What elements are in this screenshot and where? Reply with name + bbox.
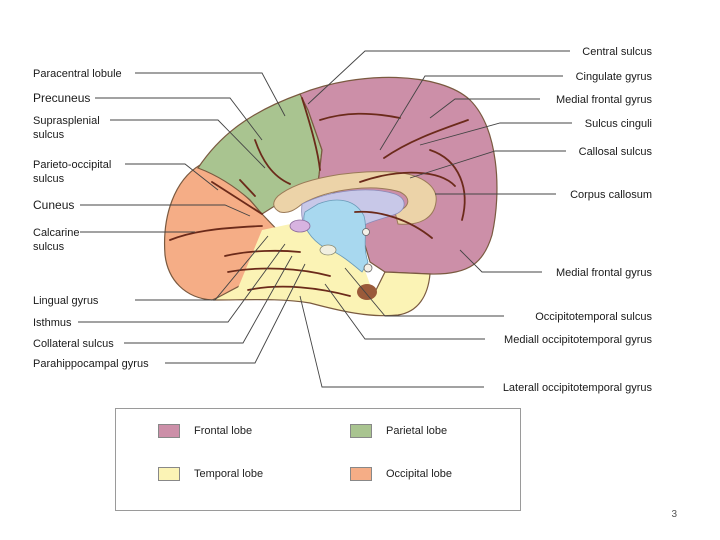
legend-label-temporal: Temporal lobe — [194, 468, 264, 480]
label-isthmus: Isthmus — [33, 317, 72, 329]
label-sulcus-cinguli: Sulcus cinguli — [585, 118, 652, 130]
label-collateral-sulcus: Collateral sulcus — [33, 338, 114, 350]
label-parieto-occipital-sulcus: sulcus — [33, 173, 65, 185]
legend-item-parietal: Parietal lobe — [350, 424, 447, 438]
legend-item-occipital: Occipital lobe — [350, 467, 452, 481]
legend-swatch-frontal — [158, 424, 180, 438]
label-paracentral-lobule: Paracentral lobule — [33, 68, 122, 80]
legend-item-temporal: Temporal lobe — [158, 467, 263, 481]
label-calcarine-sulcus: sulcus — [33, 241, 65, 253]
sulci-lines — [169, 97, 469, 297]
label-medial-occipitotemporal-gyrus: Mediall occipitotemporal gyrus — [504, 334, 652, 346]
corpus-callosum-shape — [273, 171, 437, 225]
label-parieto-occipital: Parieto-occipital — [33, 159, 111, 171]
inner-structures — [273, 171, 437, 300]
label-cingulate-gyrus: Cingulate gyrus — [576, 71, 653, 83]
mammillary-spot — [319, 244, 337, 256]
lobe-legend: Frontal lobe Parietal lobe Temporal lobe… — [115, 408, 521, 511]
label-lateral-occipitotemporal-gyrus: Laterall occipitotemporal gyrus — [503, 382, 653, 394]
label-suprasplenial: Suprasplenial — [33, 115, 100, 127]
label-suprasplenial-sulcus: sulcus — [33, 129, 65, 141]
label-medial-frontal-gyrus-bottom: Medial frontal gyrus — [556, 267, 652, 279]
page-number: 3 — [671, 509, 677, 520]
right-labels: Central sulcus Cingulate gyrus Medial fr… — [503, 46, 653, 394]
label-callosal-sulcus: Callosal sulcus — [579, 146, 653, 158]
pineal-spot — [363, 263, 373, 273]
temporal-medial-region — [238, 222, 372, 290]
legend-label-occipital: Occipital lobe — [386, 468, 453, 480]
legend-item-frontal: Frontal lobe — [158, 424, 252, 438]
legend-swatch-parietal — [350, 424, 372, 438]
label-medial-frontal-gyrus-top: Medial frontal gyrus — [556, 94, 652, 106]
label-central-sulcus: Central sulcus — [582, 46, 652, 58]
legend-label-parietal: Parietal lobe — [386, 425, 448, 437]
left-labels: Paracentral lobule Precuneus Supraspleni… — [33, 68, 149, 370]
label-occipitotemporal-sulcus: Occipitotemporal sulcus — [535, 311, 652, 323]
legend-label-frontal: Frontal lobe — [194, 425, 253, 437]
label-parahippocampal-gyrus: Parahippocampal gyrus — [33, 358, 149, 370]
label-cuneus: Cuneus — [33, 198, 74, 212]
brain-medial-surface-diagram: Paracentral lobule Precuneus Supraspleni… — [33, 46, 653, 394]
legend-swatch-occipital — [350, 467, 372, 481]
thalamus-spot — [289, 219, 311, 233]
interventricular-foramen — [362, 228, 370, 236]
label-calcarine: Calcarine — [33, 227, 79, 239]
leader-lines — [78, 50, 572, 388]
label-lingual-gyrus: Lingual gyrus — [33, 295, 99, 307]
label-precuneus: Precuneus — [33, 91, 90, 105]
third-ventricle-shape — [303, 199, 369, 273]
label-corpus-callosum: Corpus callosum — [570, 189, 652, 201]
legend-swatch-temporal — [158, 467, 180, 481]
